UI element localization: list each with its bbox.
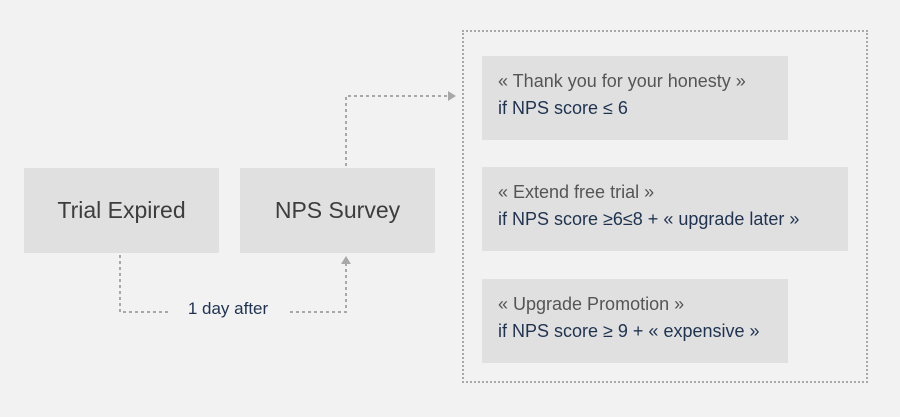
delay-label: 1 day after (172, 299, 284, 319)
message-group-frame (462, 30, 868, 383)
message-title: « Thank you for your honesty » (498, 71, 746, 91)
message-condition: if NPS score ≥ 9 + « expensive » (498, 321, 760, 341)
survey-arrowhead (448, 91, 456, 101)
message-box-honesty: « Thank you for your honesty » if NPS sc… (482, 56, 788, 140)
survey-to-messages-connector (345, 95, 448, 166)
trial-expired-label: Trial Expired (57, 197, 186, 223)
message-condition: if NPS score ≥6≤8 + « upgrade later » (498, 209, 800, 229)
trial-expired-node: Trial Expired (24, 168, 219, 253)
message-box-extend-trial: « Extend free trial » if NPS score ≥6≤8 … (482, 167, 848, 251)
message-condition: if NPS score ≤ 6 (498, 98, 628, 118)
delay-connector (119, 255, 347, 313)
message-box-upgrade-promotion: « Upgrade Promotion » if NPS score ≥ 9 +… (482, 279, 788, 363)
delay-arrowhead (341, 256, 351, 264)
nps-survey-node: NPS Survey (240, 168, 435, 253)
message-title: « Extend free trial » (498, 182, 655, 202)
nps-survey-label: NPS Survey (274, 197, 401, 223)
message-title: « Upgrade Promotion » (498, 294, 685, 314)
